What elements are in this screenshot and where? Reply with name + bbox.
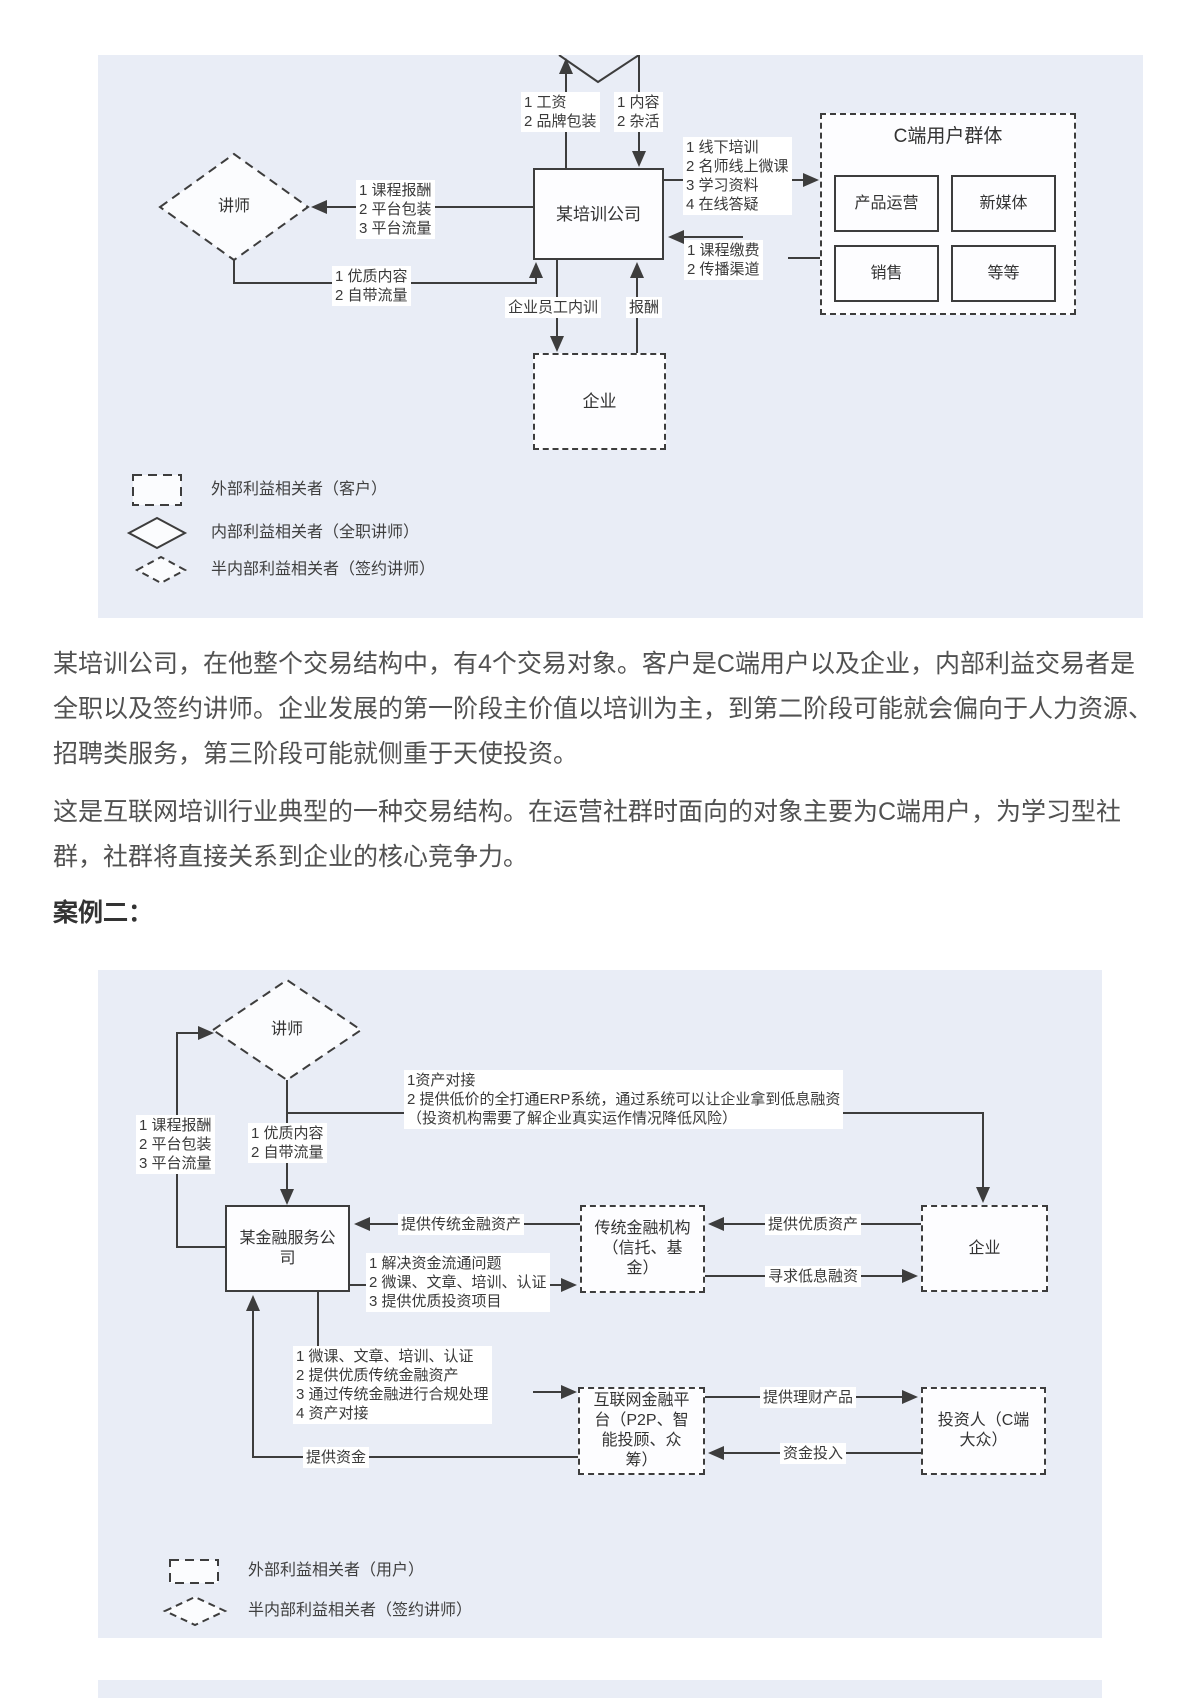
edge-provide-funds-label: 提供资金 <box>303 1447 370 1468</box>
legend-internal-stakeholder: 内部利益相关者（全职讲师） <box>211 524 420 541</box>
node-internet-finance-platform: 互联网金融平 台（P2P、智 能投顾、众 筹） <box>578 1387 705 1475</box>
legend-semi-internal-stakeholder: 半内部利益相关者（签约讲师） <box>248 1602 473 1619</box>
node-etc: 等等 <box>951 245 1056 302</box>
edge-seek-financing-label: 寻求低息融资 <box>765 1266 862 1287</box>
edge-salary-label: 1 工资 2 品牌包装 <box>521 92 600 132</box>
edge-course-reward-label: 1 课程报酬 2 平台包装 3 平台流量 <box>356 180 435 239</box>
node-enterprise: 企业 <box>533 353 666 450</box>
edge-offline-training-label: 1 线下培训 2 名师线上微课 3 学习资料 4 在线答疑 <box>683 137 792 215</box>
diagram2-panel: 某金融服务公 司 传统金融机构 （信托、基 金） 企业 互联网金融平 台（P2P… <box>98 970 1102 1638</box>
paragraph-2: 这是互联网培训行业典型的一种交易结构。在运营社群时面向的对象主要为C端用户，为学… <box>53 798 1122 871</box>
edge-micro-course-label: 1 微课、文章、培训、认证 2 提供优质传统金融资产 3 通过传统金融进行合规处… <box>293 1346 492 1424</box>
edge-erp-label: 1资产对接 2 提供低价的全打通ERP系统，通过系统可以让企业拿到低息融资 （投… <box>404 1070 844 1129</box>
diagram1-panel: 某培训公司 企业 C端用户群体 产品运营 新媒体 销售 等等 讲师 1 工资 2… <box>98 55 1143 618</box>
node-lecturer: 讲师 <box>217 198 250 215</box>
lecturer-diamond <box>211 978 363 1082</box>
node-training-company: 某培训公司 <box>533 168 664 260</box>
edge-micro-course-line <box>317 1292 577 1399</box>
legend-dashed-rect-icon <box>132 474 182 506</box>
node-enterprise: 企业 <box>921 1205 1048 1292</box>
edge-course-reward-label: 1 课程报酬 2 平台包装 3 平台流量 <box>136 1115 215 1174</box>
lecturer-diamond <box>158 152 310 262</box>
case2-heading: 案例二： <box>53 899 154 927</box>
paragraph-1: 某培训公司，在他整个交易结构中，有4个交易对象。客户是C端用户以及企业，内部利益… <box>53 650 1154 768</box>
node-traditional-finance: 传统金融机构 （信托、基 金） <box>580 1205 705 1293</box>
legend-solid-diamond-icon <box>126 516 188 550</box>
edge-internal-training-label: 企业员工内训 <box>505 297 602 318</box>
edge-course-fee-label: 1 课程缴费 2 传播渠道 <box>684 240 763 280</box>
node-financial-company: 某金融服务公 司 <box>225 1205 350 1292</box>
legend-dashed-diamond-icon <box>134 555 188 585</box>
c-user-group-title: C端用户群体 <box>893 126 1003 147</box>
edge-provide-funds-line <box>246 1295 578 1458</box>
edge-wealth-products-label: 提供理财产品 <box>760 1387 857 1408</box>
legend-dashed-rect-icon <box>169 1559 219 1584</box>
edge-pay-label: 报酬 <box>626 297 663 318</box>
edge-solve-funds-label: 1 解决资金流通问题 2 微课、文章、培训、认证 3 提供优质投资项目 <box>366 1253 550 1312</box>
legend-external-stakeholder: 外部利益相关者（用户） <box>248 1562 425 1579</box>
edge-course-fee-line <box>668 230 820 259</box>
node-investor: 投资人（C端 大众） <box>921 1387 1046 1475</box>
legend-external-stakeholder: 外部利益相关者（客户） <box>211 481 388 498</box>
node-new-media: 新媒体 <box>951 175 1056 232</box>
edge-quality-content-label: 1 优质内容 2 自带流量 <box>248 1123 327 1163</box>
node-product-operation: 产品运营 <box>834 175 939 232</box>
node-lecturer: 讲师 <box>270 1021 303 1038</box>
legend-dashed-diamond-icon <box>162 1595 228 1627</box>
next-panel-strip <box>98 1680 1102 1698</box>
edge-traditional-assets-label: 提供传统金融资产 <box>398 1214 525 1235</box>
top-diamond-partial <box>558 55 640 84</box>
edge-quality-assets-label: 提供优质资产 <box>765 1214 862 1235</box>
edge-content-chores-label: 1 内容 2 杂活 <box>614 92 663 132</box>
legend-semi-internal-stakeholder: 半内部利益相关者（签约讲师） <box>211 561 436 578</box>
node-sales: 销售 <box>834 245 939 302</box>
edge-quality-content-label: 1 优质内容 2 自带流量 <box>332 266 411 306</box>
edge-capital-input-label: 资金投入 <box>780 1443 847 1464</box>
